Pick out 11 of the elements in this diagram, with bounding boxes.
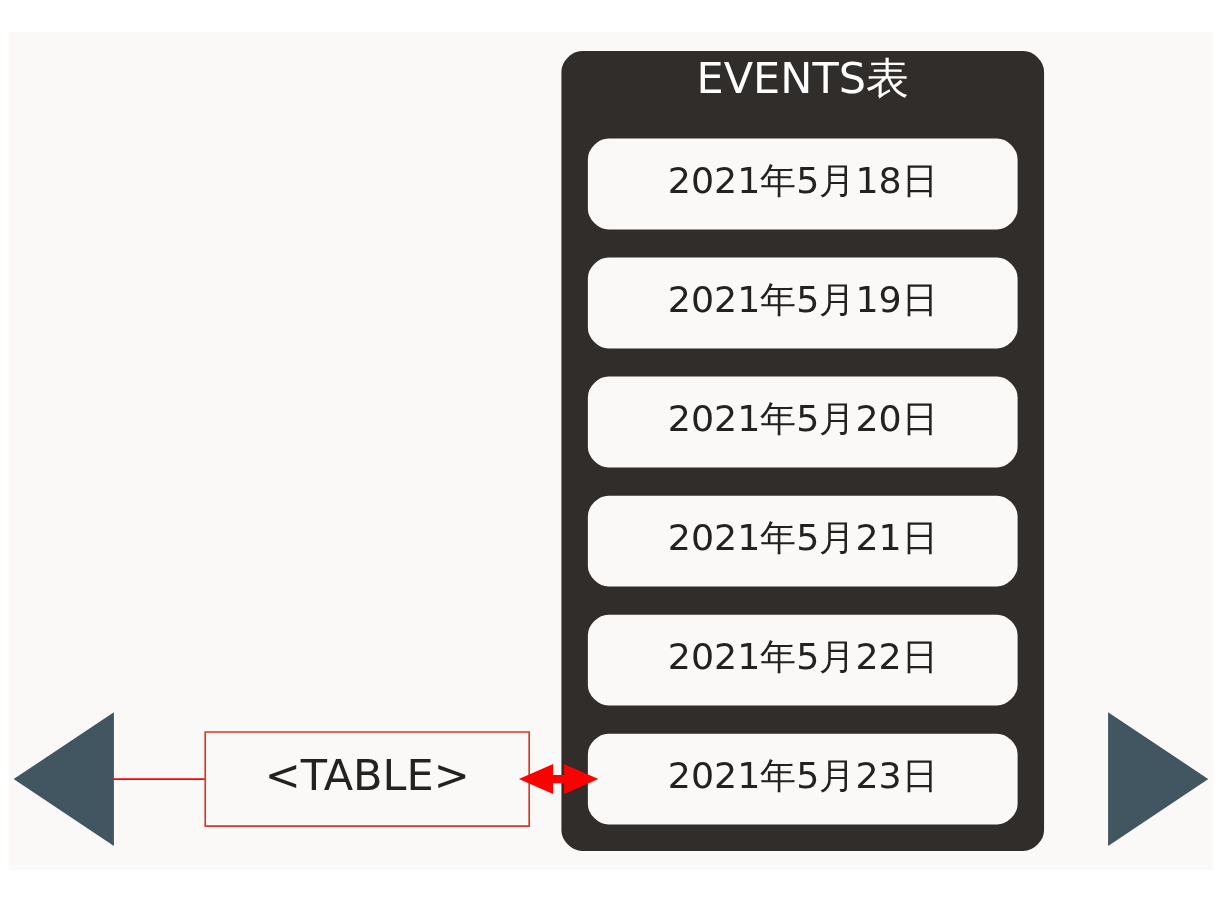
node-triangle (1108, 711, 1209, 846)
node-box: <TABLE> (204, 730, 530, 827)
connector (112, 777, 206, 780)
node-box: 2021年5月18日 (587, 138, 1018, 229)
node-box: 2021年5月22日 (587, 614, 1018, 706)
node-box: 2021年5月19日 (587, 257, 1018, 349)
node-box: 2021年5月20日 (587, 376, 1018, 468)
arrow (518, 763, 599, 794)
node-triangle (13, 711, 114, 846)
node-box: 2021年5月21日 (587, 495, 1018, 587)
node-box: 2021年5月23日 (587, 733, 1018, 825)
